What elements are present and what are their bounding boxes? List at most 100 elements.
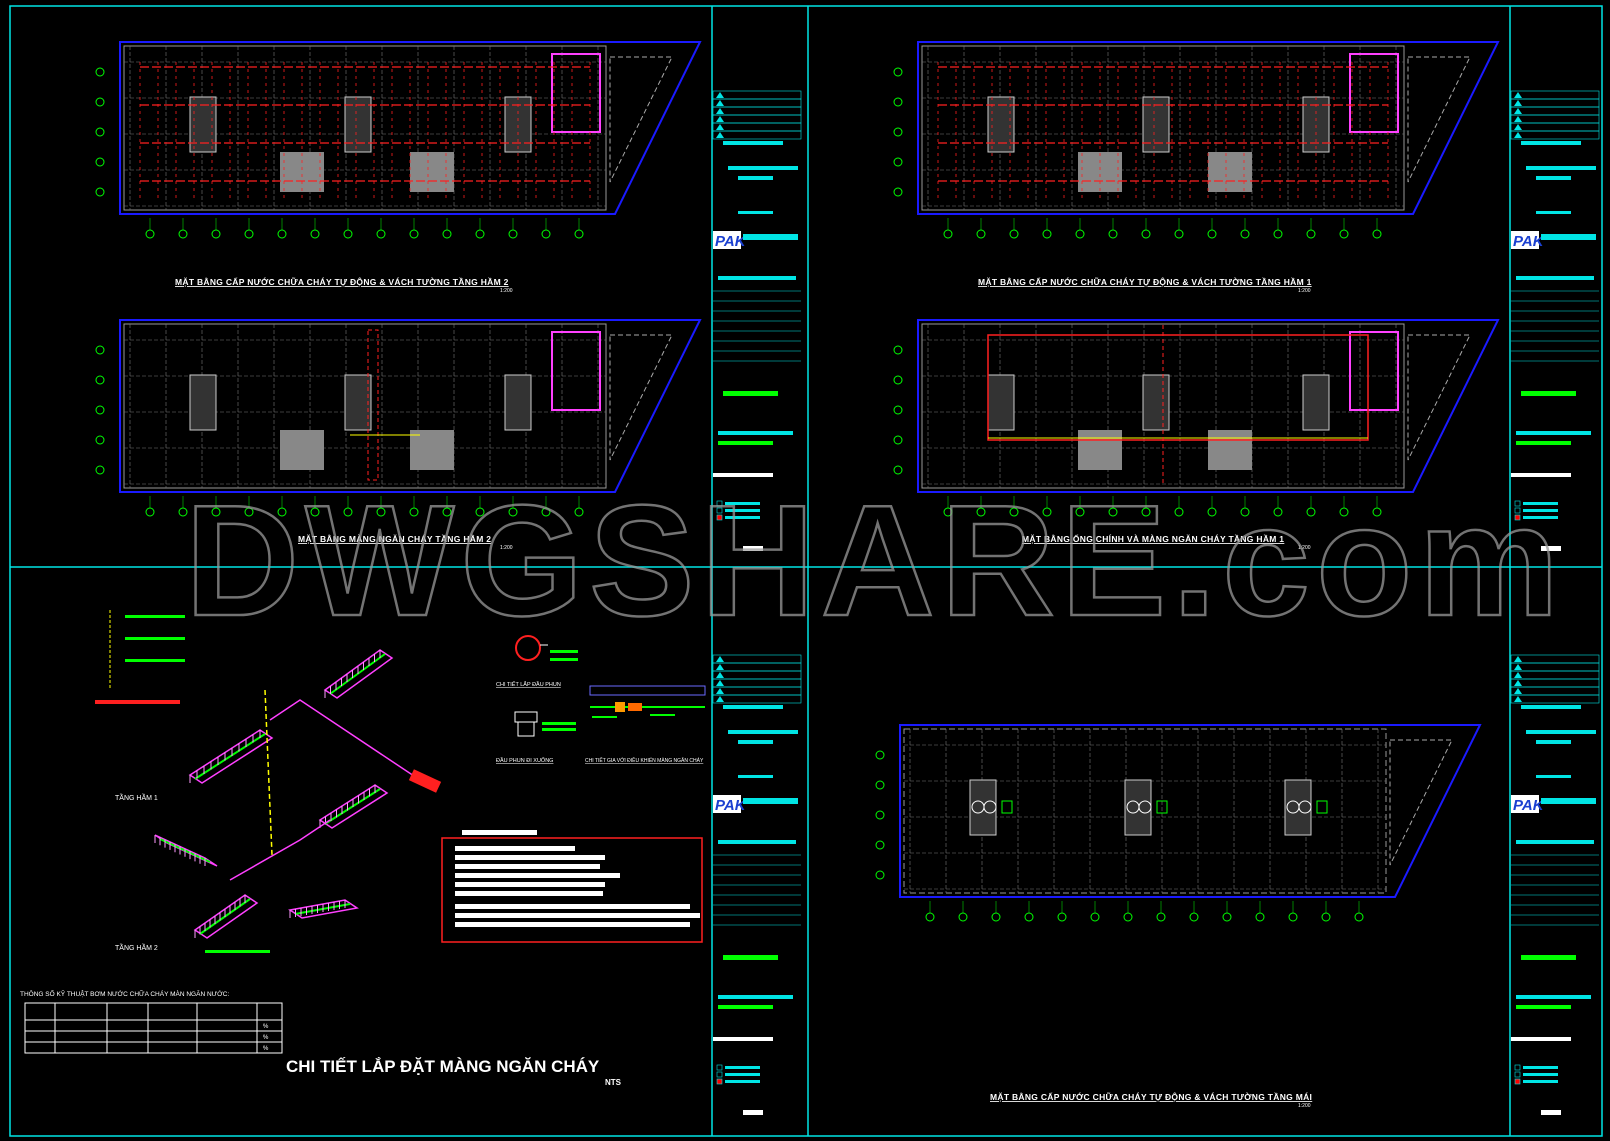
text-bar xyxy=(728,166,798,170)
table-cell-percent: % xyxy=(263,1046,269,1052)
revision-triangle-icon xyxy=(1514,132,1522,138)
text-bar xyxy=(713,1037,773,1041)
valve-detail: CHI TIẾT GIA VỚI ĐIỀU KHIỂN MÀNG NGĂN CH… xyxy=(585,685,706,764)
revision-row xyxy=(1510,90,1600,100)
table-cell-percent: % xyxy=(263,1024,269,1030)
drawing-title-b1-main-pipe: MẶT BẰNG ỐNG CHÍNH VÀ MÀNG NGĂN CHÁY TẦN… xyxy=(1022,533,1284,544)
building-outline xyxy=(917,319,1500,493)
iso-valve xyxy=(408,769,442,793)
legend-bar xyxy=(95,700,180,704)
revision-row xyxy=(712,654,802,664)
checkbox xyxy=(1514,1078,1521,1085)
structure-outline xyxy=(921,45,1405,211)
text-bar xyxy=(725,516,760,519)
grid-bubble xyxy=(893,157,903,167)
legend-label xyxy=(125,637,185,640)
grid-bubble xyxy=(991,912,1001,922)
checkbox xyxy=(716,1064,723,1071)
checkbox xyxy=(716,500,723,507)
grid-bubble xyxy=(1156,912,1166,922)
grid-bubble xyxy=(1123,912,1133,922)
grid-bubble xyxy=(893,435,903,445)
revision-triangle-icon xyxy=(716,124,724,130)
stair-core xyxy=(1284,779,1312,836)
text-bar xyxy=(725,502,760,505)
sheet-number-box xyxy=(1541,546,1561,551)
grid-bubble xyxy=(409,229,419,239)
grid-bubble xyxy=(1090,912,1100,922)
grid-bubble xyxy=(1042,229,1052,239)
grid-bubble xyxy=(95,97,105,107)
ramp-outline xyxy=(1407,56,1471,183)
grid-bubble xyxy=(893,465,903,475)
text-bar xyxy=(738,775,773,778)
iso-main xyxy=(269,699,421,781)
revision-row xyxy=(1510,678,1600,688)
grid-bubble xyxy=(1024,912,1034,922)
detail-scale: NTS xyxy=(605,1078,622,1087)
sheet-number-box xyxy=(1541,1110,1561,1115)
ramp-block xyxy=(280,430,324,470)
grid-bubble xyxy=(1141,229,1151,239)
valve xyxy=(1156,800,1168,814)
grid-bubble xyxy=(1222,912,1232,922)
grid-bubble xyxy=(1174,229,1184,239)
pak-logo: PAK xyxy=(1513,797,1545,814)
pump-room-wall xyxy=(551,53,601,133)
tank xyxy=(1298,800,1312,814)
drawing-title-b1-sprinkler: MẶT BẰNG CẤP NƯỚC CHỮA CHÁY TỰ ĐỘNG & VÁ… xyxy=(978,276,1312,287)
floor-plan xyxy=(95,41,702,239)
revision-row xyxy=(712,98,802,108)
text-bar xyxy=(1516,995,1591,999)
drawing-scale: 1:200 xyxy=(1298,545,1311,551)
pak-logo: PAK xyxy=(1513,233,1545,250)
revision-triangle-icon xyxy=(716,92,724,98)
grid-bubble xyxy=(1321,912,1331,922)
text-bar xyxy=(1523,516,1558,519)
grid-bubble xyxy=(95,187,105,197)
revision-triangle-icon xyxy=(1514,696,1522,702)
grid-bubble xyxy=(893,97,903,107)
iso-riser xyxy=(264,689,273,856)
drawing-scale: 1:200 xyxy=(500,545,513,551)
checkbox xyxy=(1514,1071,1521,1078)
grid-bubble xyxy=(95,157,105,167)
grid-bubble xyxy=(211,229,221,239)
drawing-title-b2-sprinkler: MẶT BẰNG CẤP NƯỚC CHỮA CHÁY TỰ ĐỘNG & VÁ… xyxy=(175,276,509,287)
title-block: PAK xyxy=(712,90,802,551)
status-bar xyxy=(1521,391,1576,396)
tank xyxy=(1138,800,1152,814)
grid-bubble xyxy=(875,780,885,790)
grid-bubble xyxy=(442,229,452,239)
stair-core xyxy=(504,374,532,431)
ramp-outline xyxy=(1389,739,1453,866)
revision-row xyxy=(712,90,802,100)
text-bar xyxy=(1541,234,1596,240)
revision-row xyxy=(712,114,802,124)
title-block: PAK xyxy=(712,654,802,1115)
revision-triangle-icon xyxy=(716,132,724,138)
title-block: PAK xyxy=(1510,90,1600,551)
caption-bar xyxy=(205,950,270,953)
iso-branch xyxy=(323,649,394,699)
stair-core xyxy=(1302,374,1330,431)
text-bar xyxy=(723,705,783,709)
curtain-line xyxy=(367,329,379,481)
ramp-block xyxy=(280,152,324,192)
text-bar xyxy=(718,276,796,280)
notes-box xyxy=(441,830,703,943)
revision-triangle-icon xyxy=(716,688,724,694)
grid-bubble xyxy=(1306,229,1316,239)
grid-bubble xyxy=(925,912,935,922)
grid-bubble xyxy=(875,840,885,850)
text-bar xyxy=(1521,705,1581,709)
grid-bubble xyxy=(893,375,903,385)
grid-bubble xyxy=(1354,912,1364,922)
building-outline xyxy=(119,41,702,215)
text-bar xyxy=(1536,775,1571,778)
text-bar xyxy=(1536,740,1571,744)
text-bar xyxy=(743,234,798,240)
text-bar xyxy=(738,740,773,744)
ramp-block xyxy=(410,152,454,192)
